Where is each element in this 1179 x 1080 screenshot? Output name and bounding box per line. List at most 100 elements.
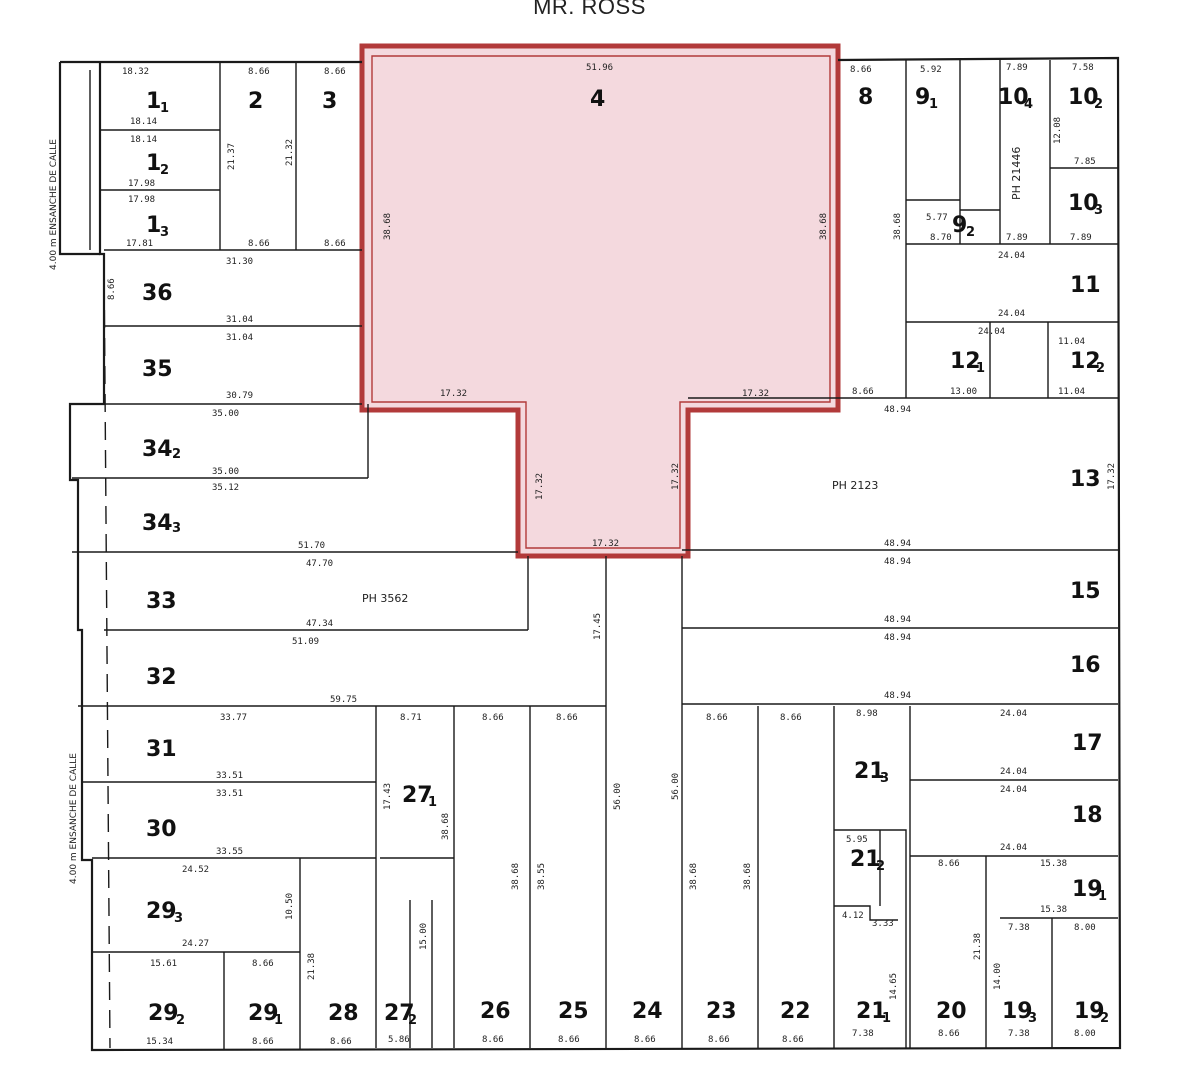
svg-text:2: 2 (172, 447, 181, 462)
svg-text:2: 2 (1100, 1011, 1109, 1026)
svg-text:48.94: 48.94 (884, 405, 911, 415)
svg-text:8.00: 8.00 (1074, 1029, 1096, 1039)
svg-text:38.68: 38.68 (441, 813, 451, 840)
svg-text:18.32: 18.32 (122, 67, 149, 77)
svg-text:48.94: 48.94 (884, 691, 911, 701)
svg-text:8.66: 8.66 (708, 1035, 730, 1045)
lot-20: 20 (936, 999, 967, 1024)
lot-34-3: 34 (142, 511, 173, 536)
svg-text:38.68: 38.68 (511, 863, 521, 890)
lot-36: 36 (142, 281, 173, 306)
svg-text:8.66: 8.66 (252, 959, 274, 969)
lot-31: 31 (146, 737, 177, 762)
svg-text:38.68: 38.68 (689, 863, 699, 890)
svg-text:21.38: 21.38 (307, 953, 317, 980)
svg-text:8.66: 8.66 (107, 278, 117, 300)
svg-text:38.68: 38.68 (819, 213, 829, 240)
lot-32: 32 (146, 665, 177, 690)
svg-text:33.51: 33.51 (216, 771, 243, 781)
lots-right (682, 60, 1118, 1048)
lot-2: 2 (248, 89, 263, 114)
svg-text:7.89: 7.89 (1006, 63, 1028, 73)
svg-text:18.14: 18.14 (130, 117, 157, 127)
svg-text:17.98: 17.98 (128, 179, 155, 189)
svg-text:17.32: 17.32 (592, 539, 619, 549)
lot-13: 13 (1070, 467, 1101, 492)
street-name-top: MR. ROSS (533, 0, 646, 19)
svg-text:4.12: 4.12 (842, 911, 864, 921)
svg-text:56.00: 56.00 (671, 773, 681, 800)
svg-text:8.66: 8.66 (852, 387, 874, 397)
svg-text:14.65: 14.65 (889, 973, 899, 1000)
svg-text:15.38: 15.38 (1040, 905, 1067, 915)
svg-text:18.14: 18.14 (130, 135, 157, 145)
svg-text:33.77: 33.77 (220, 713, 247, 723)
svg-text:8.66: 8.66 (850, 65, 872, 75)
svg-text:7.85: 7.85 (1074, 157, 1096, 167)
lot-10-2: 10 (1068, 85, 1099, 110)
svg-text:51.09: 51.09 (292, 637, 319, 647)
lot-4-highlight[interactable] (359, 43, 841, 559)
lot-15: 15 (1070, 579, 1101, 604)
svg-text:4: 4 (1024, 97, 1033, 112)
svg-text:12.08: 12.08 (1053, 117, 1063, 144)
svg-text:8.66: 8.66 (248, 239, 270, 249)
svg-text:1: 1 (1098, 889, 1107, 904)
svg-text:8.66: 8.66 (706, 713, 728, 723)
svg-text:48.94: 48.94 (884, 557, 911, 567)
svg-text:3: 3 (160, 225, 169, 240)
svg-text:8.66: 8.66 (248, 67, 270, 77)
svg-text:17.32: 17.32 (742, 389, 769, 399)
side-street-lower: 4.00 m ENSANCHE DE CALLE (69, 753, 79, 884)
lot-8: 8 (858, 85, 873, 110)
svg-text:8.00: 8.00 (1074, 923, 1096, 933)
svg-text:24.04: 24.04 (1000, 843, 1027, 853)
svg-text:1: 1 (160, 101, 169, 116)
svg-text:8.66: 8.66 (782, 1035, 804, 1045)
svg-text:7.38: 7.38 (1008, 923, 1030, 933)
lot-30: 30 (146, 817, 177, 842)
svg-text:17.98: 17.98 (128, 195, 155, 205)
svg-text:35.00: 35.00 (212, 409, 239, 419)
lot-28: 28 (328, 1001, 359, 1026)
side-street-upper: 4.00 m ENSANCHE DE CALLE (49, 139, 59, 270)
svg-text:8.71: 8.71 (400, 713, 422, 723)
svg-text:8.66: 8.66 (482, 713, 504, 723)
svg-text:17.32: 17.32 (1107, 463, 1117, 490)
lot-19-2: 19 (1074, 999, 1105, 1024)
svg-text:33.51: 33.51 (216, 789, 243, 799)
svg-text:1: 1 (929, 97, 938, 112)
lot-12-1: 12 (950, 349, 981, 374)
svg-text:31.04: 31.04 (226, 333, 253, 343)
svg-text:8.70: 8.70 (930, 233, 952, 243)
svg-text:8.66: 8.66 (330, 1037, 352, 1047)
lot-35: 35 (142, 357, 173, 382)
svg-text:2: 2 (160, 163, 169, 178)
svg-text:33.55: 33.55 (216, 847, 243, 857)
svg-text:8.66: 8.66 (558, 1035, 580, 1045)
svg-text:7.89: 7.89 (1006, 233, 1028, 243)
svg-text:47.34: 47.34 (306, 619, 333, 629)
svg-text:5.77: 5.77 (926, 213, 948, 223)
svg-text:8.66: 8.66 (252, 1037, 274, 1047)
svg-text:38.68: 38.68 (893, 213, 903, 240)
lot-21-1: 21 (856, 999, 887, 1024)
svg-text:47.70: 47.70 (306, 559, 333, 569)
svg-text:24.52: 24.52 (182, 865, 209, 875)
block-left-edge-top (58, 62, 100, 256)
lot-4: 4 (590, 87, 605, 112)
svg-text:7.89: 7.89 (1070, 233, 1092, 243)
svg-text:24.04: 24.04 (1000, 785, 1027, 795)
svg-text:8.66: 8.66 (938, 859, 960, 869)
svg-text:5.92: 5.92 (920, 65, 942, 75)
lot-22: 22 (780, 999, 811, 1024)
lot-33: 33 (146, 589, 177, 614)
svg-text:5.86: 5.86 (388, 1035, 410, 1045)
svg-text:1: 1 (274, 1013, 283, 1028)
svg-text:3: 3 (172, 521, 181, 536)
svg-text:21.37: 21.37 (227, 143, 237, 170)
svg-text:48.94: 48.94 (884, 633, 911, 643)
svg-text:21.32: 21.32 (285, 139, 295, 166)
svg-text:7.58: 7.58 (1072, 63, 1094, 73)
svg-text:38.55: 38.55 (537, 863, 547, 890)
